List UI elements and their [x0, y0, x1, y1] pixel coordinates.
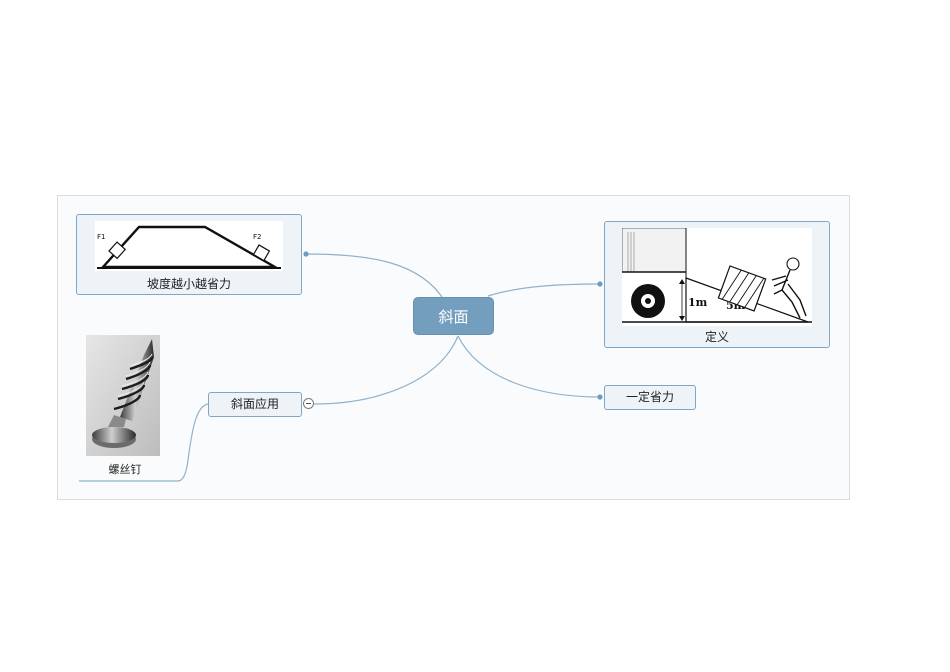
screw-image	[86, 335, 160, 456]
topic-definition-label: 定义	[704, 330, 729, 344]
topic-saves-force[interactable]: 一定省力	[604, 385, 696, 410]
topic-saves-force-label: 一定省力	[625, 390, 674, 404]
force-label-f2: F2	[253, 233, 261, 241]
central-topic[interactable]: 斜面	[413, 297, 494, 335]
topic-slope[interactable]: F1 F2 坡度越小越省力	[76, 214, 302, 295]
topic-slope-label: 坡度越小越省力	[146, 277, 231, 291]
screw-photo-icon	[86, 335, 160, 456]
slope-diagram: F1 F2	[95, 221, 283, 271]
definition-diagram: 1m 5m	[621, 227, 812, 326]
trapezoid-slope-image: F1 F2	[97, 225, 281, 269]
topic-application-label: 斜面应用	[230, 397, 279, 411]
collapse-toggle-icon[interactable]	[303, 398, 314, 409]
topic-application[interactable]: 斜面应用	[208, 392, 302, 417]
height-label: 1m	[688, 296, 708, 309]
subtopic-screw-label[interactable]: 螺丝钉	[108, 463, 142, 476]
topic-definition[interactable]: 1m 5m 定义	[604, 221, 830, 348]
force-label-f1: F1	[97, 233, 105, 241]
truck-ramp-image: 1m 5m	[621, 227, 812, 323]
